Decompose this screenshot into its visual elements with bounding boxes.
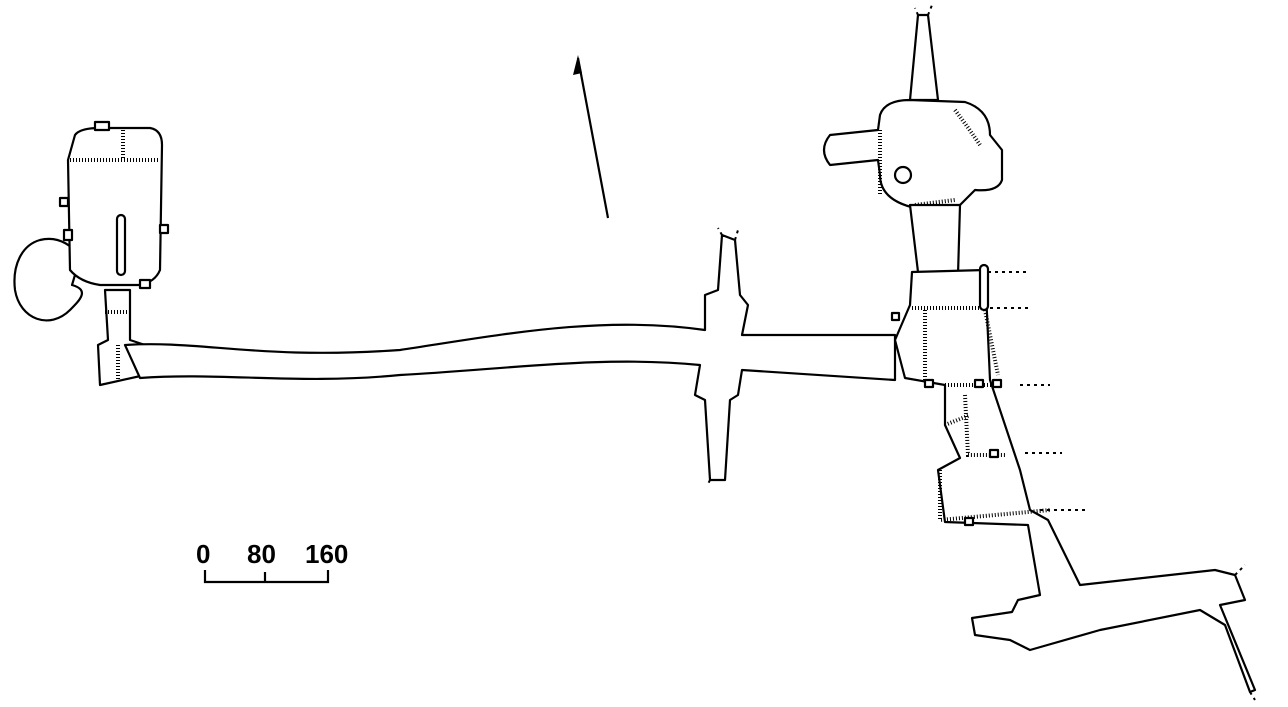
east-complex [890, 263, 1257, 701]
north-arrow-icon [573, 55, 610, 219]
west-chamber [13, 120, 170, 387]
north-east-chamber [822, 4, 1004, 277]
scale-bar [203, 570, 330, 584]
main-passage [123, 227, 897, 487]
